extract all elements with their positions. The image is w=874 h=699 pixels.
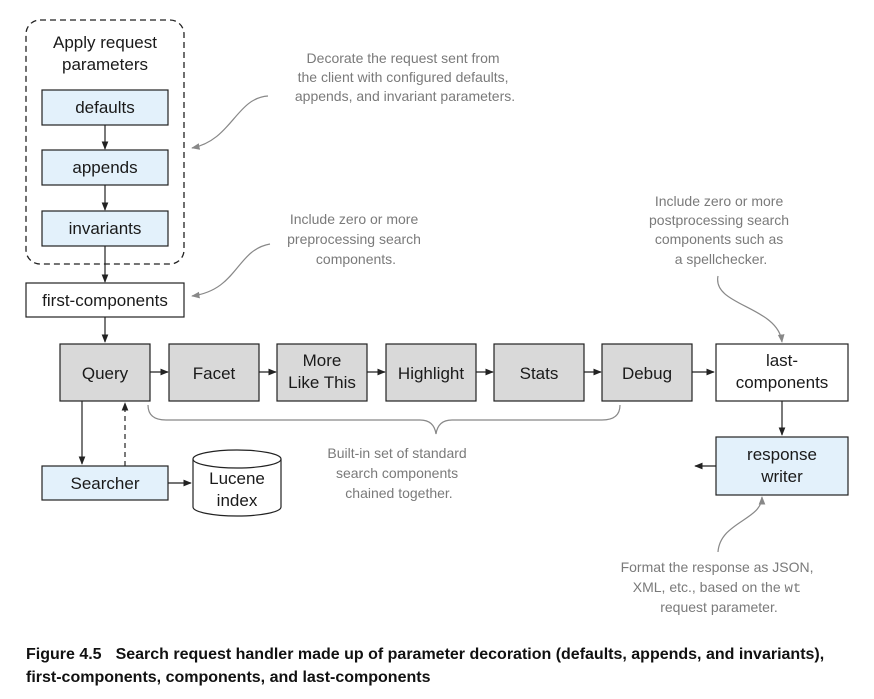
response-writer-label-2: writer xyxy=(760,467,803,486)
appends-label: appends xyxy=(72,158,137,177)
format-note-line: request parameter. xyxy=(660,599,778,615)
highlight-label: Highlight xyxy=(398,364,464,383)
response-writer-box xyxy=(715,436,849,496)
query-box xyxy=(59,343,151,402)
decorate-note-line: appends, and invariant parameters. xyxy=(295,88,515,104)
more-like-this-label-2: Like This xyxy=(288,373,356,392)
highlight-box xyxy=(385,343,477,402)
built-in-brace xyxy=(147,404,621,435)
first-components-label: first-components xyxy=(42,291,168,310)
decorate-note-line: the client with configured defaults, xyxy=(298,69,509,85)
postprocess-note: Include zero or more postprocessing sear… xyxy=(649,193,793,267)
postprocess-callout-line xyxy=(717,275,785,343)
defaults-label: defaults xyxy=(75,98,135,117)
postprocess-note-line: a spellchecker. xyxy=(675,251,768,267)
last-components-box xyxy=(715,343,849,402)
invariants-label: invariants xyxy=(69,219,142,238)
searcher-box xyxy=(41,465,169,501)
figure-label: Figure 4.5 xyxy=(26,646,102,663)
stats-label: Stats xyxy=(520,364,559,383)
preprocess-note-line: components. xyxy=(316,251,396,267)
debug-label: Debug xyxy=(622,364,672,383)
preprocess-note: Include zero or more preprocessing searc… xyxy=(287,211,425,267)
format-note: Format the response as JSON, XML, etc., … xyxy=(621,559,818,615)
decorate-note: Decorate the request sent from the clien… xyxy=(295,50,515,104)
defaults-box xyxy=(41,89,169,126)
last-components-label-2: components xyxy=(736,373,829,392)
builtin-note-line: Built-in set of standard xyxy=(327,445,466,461)
response-writer-label: response xyxy=(747,445,817,464)
decorate-note-line: Decorate the request sent from xyxy=(307,50,500,66)
wt-param-code: wt xyxy=(785,581,802,597)
first-components-box xyxy=(25,282,185,318)
format-note-line: Format the response as JSON, xyxy=(621,559,814,575)
builtin-note-line: search components xyxy=(336,465,458,481)
format-callout-line xyxy=(717,496,766,553)
postprocess-note-line: components such as xyxy=(655,231,783,247)
preprocess-note-line: preprocessing search xyxy=(287,231,421,247)
lucene-index-cylinder xyxy=(192,449,282,517)
debug-box xyxy=(601,343,693,402)
postprocess-note-line: postprocessing search xyxy=(649,212,789,228)
format-note-text: XML, etc., based on the xyxy=(633,579,785,595)
lucene-index-label-2: index xyxy=(217,491,258,510)
last-components-label: last- xyxy=(766,351,798,370)
apply-parameters-title-2: parameters xyxy=(62,55,148,74)
figure-caption-text: Search request handler made up of parame… xyxy=(26,646,825,686)
more-like-this-label: More xyxy=(303,351,342,370)
postprocess-note-line: Include zero or more xyxy=(655,193,784,209)
facet-box xyxy=(168,343,260,402)
builtin-note: Built-in set of standard search componen… xyxy=(327,445,470,501)
builtin-note-line: chained together. xyxy=(345,485,452,501)
preprocess-callout-line xyxy=(191,243,271,299)
decorate-callout-line xyxy=(191,95,269,150)
appends-box xyxy=(41,149,169,186)
searcher-label: Searcher xyxy=(71,474,140,493)
more-like-this-box xyxy=(276,343,368,402)
format-note-line: XML, etc., based on the wt xyxy=(633,579,802,597)
stats-box xyxy=(493,343,585,402)
preprocess-note-line: Include zero or more xyxy=(290,211,419,227)
query-label: Query xyxy=(82,364,129,383)
search-handler-diagram: Apply request parameters defaults append… xyxy=(25,19,849,615)
facet-label: Facet xyxy=(193,364,236,383)
lucene-index-label: Lucene xyxy=(209,469,265,488)
apply-parameters-title: Apply request xyxy=(53,33,157,52)
